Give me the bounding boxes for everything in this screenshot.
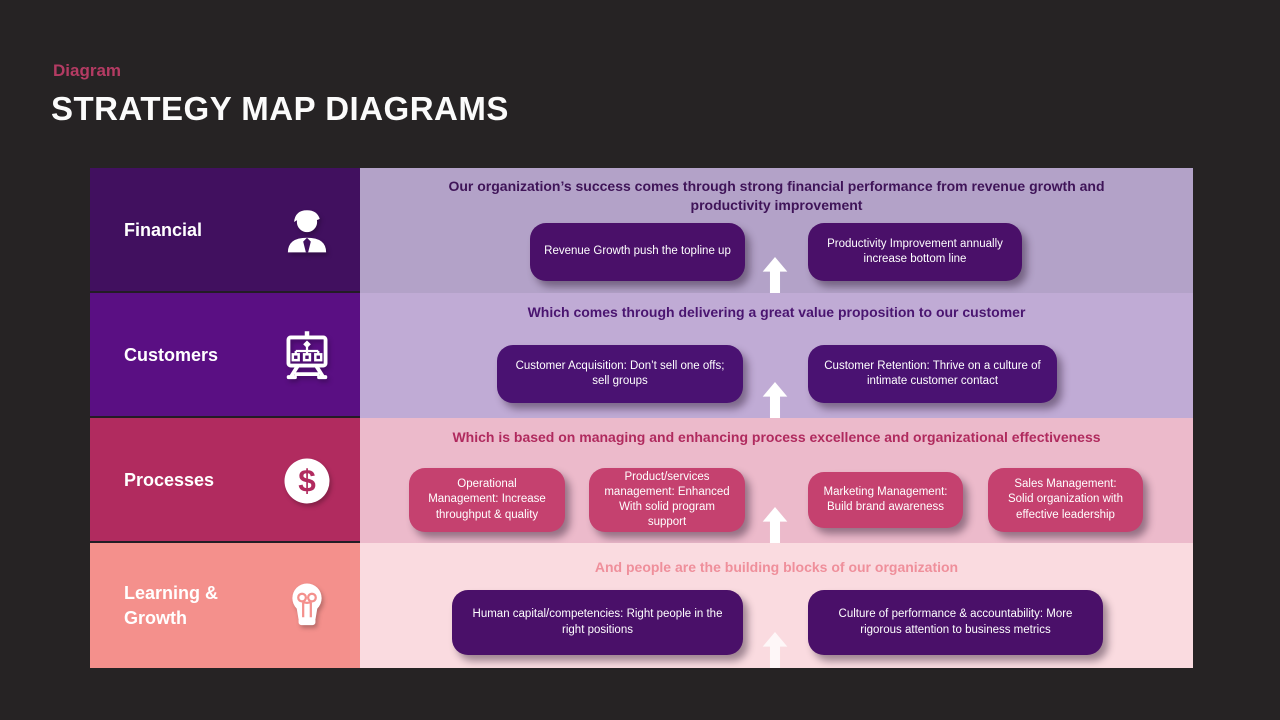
row-label-learning-growth: Learning & Growth xyxy=(90,541,360,668)
strategy-map-diagram: Financial Our organization’s success com… xyxy=(90,168,1193,668)
band-customers: Which comes through delivering a great v… xyxy=(360,293,1193,418)
row-header: Which is based on managing and enhancing… xyxy=(452,429,1101,445)
band-processes: Which is based on managing and enhancing… xyxy=(360,418,1193,543)
up-arrow-icon xyxy=(762,507,788,543)
orgchart-board-icon xyxy=(280,329,334,383)
strategy-node: Product/services management: Enhanced Wi… xyxy=(589,468,745,532)
row-label-text: Learning & Growth xyxy=(124,583,219,628)
band-financial: Our organization’s success comes through… xyxy=(360,168,1193,293)
row-label-text: Customers xyxy=(124,345,219,366)
strategy-node: Sales Management: Solid organization wit… xyxy=(988,468,1143,532)
strategy-node: Human capital/competencies: Right people… xyxy=(452,590,743,655)
strategy-node: Customer Acquisition: Don’t sell one off… xyxy=(497,345,743,403)
strategy-node: Marketing Management: Build brand awaren… xyxy=(808,472,963,528)
up-arrow-icon xyxy=(762,382,788,418)
row-label-financial: Financial xyxy=(90,168,360,293)
row-label-processes: Processes $ xyxy=(90,416,360,543)
up-arrow-icon xyxy=(762,632,788,668)
svg-text:$: $ xyxy=(298,462,316,498)
row-financial: Financial Our organization’s success com… xyxy=(90,168,1193,293)
businessman-icon xyxy=(280,204,334,258)
band-learning-growth: And people are the building blocks of ou… xyxy=(360,543,1193,668)
strategy-node: Operational Management: Increase through… xyxy=(409,468,565,532)
page-title: STRATEGY MAP DIAGRAMS xyxy=(51,90,509,127)
slide-eyebrow: Diagram xyxy=(53,61,122,80)
lightbulb-icon xyxy=(280,579,334,633)
strategy-node: Customer Retention: Thrive on a culture … xyxy=(808,345,1057,403)
row-header: Our organization’s success comes through… xyxy=(448,178,1105,213)
strategy-node: Revenue Growth push the topline up xyxy=(530,223,745,281)
row-header: And people are the building blocks of ou… xyxy=(594,559,959,575)
strategy-node: Productivity Improvement annually increa… xyxy=(808,223,1022,281)
row-customers: Customers Which comes through d xyxy=(90,291,1193,418)
strategy-node: Culture of performance & accountability:… xyxy=(808,590,1103,655)
row-label-text: Processes xyxy=(124,470,215,491)
row-learning-growth: Learning & Growth And people are the bui… xyxy=(90,541,1193,668)
dollar-circle-icon: $ xyxy=(280,454,334,508)
row-label-customers: Customers xyxy=(90,291,360,418)
up-arrow-icon xyxy=(762,257,788,293)
row-header: Which comes through delivering a great v… xyxy=(527,304,1026,320)
row-processes: Processes $ Which is based on managing a… xyxy=(90,416,1193,543)
row-label-text: Financial xyxy=(124,220,203,241)
